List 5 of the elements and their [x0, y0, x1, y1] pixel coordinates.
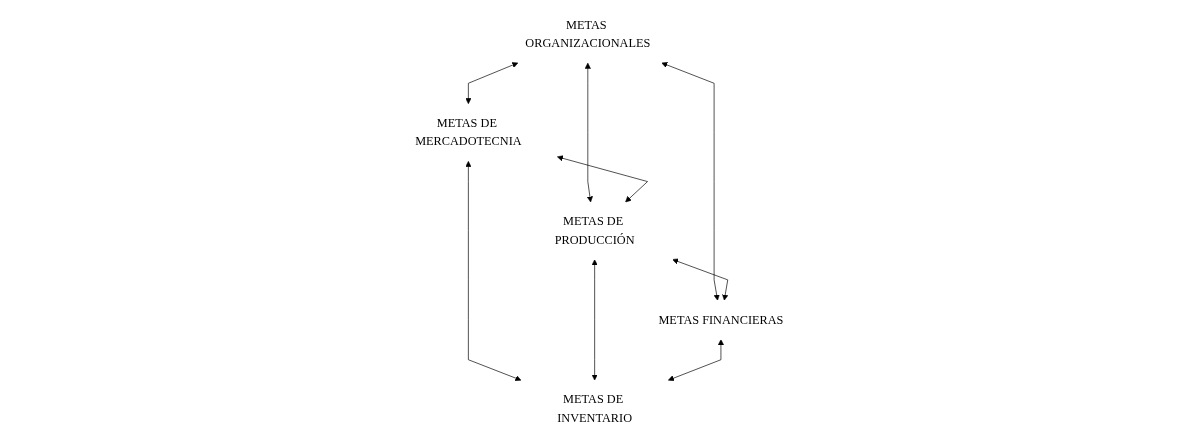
- node-text: METAS FINANCIERAS: [658, 312, 784, 327]
- node-text: METAS ORGANIZACIONALES: [525, 17, 651, 50]
- node-text: METAS DE MERCADOTECNIA: [414, 116, 522, 149]
- node-text: METAS DE PRODUCCIÓN: [554, 214, 635, 247]
- node-text: METAS DE INVENTARIO: [556, 392, 632, 425]
